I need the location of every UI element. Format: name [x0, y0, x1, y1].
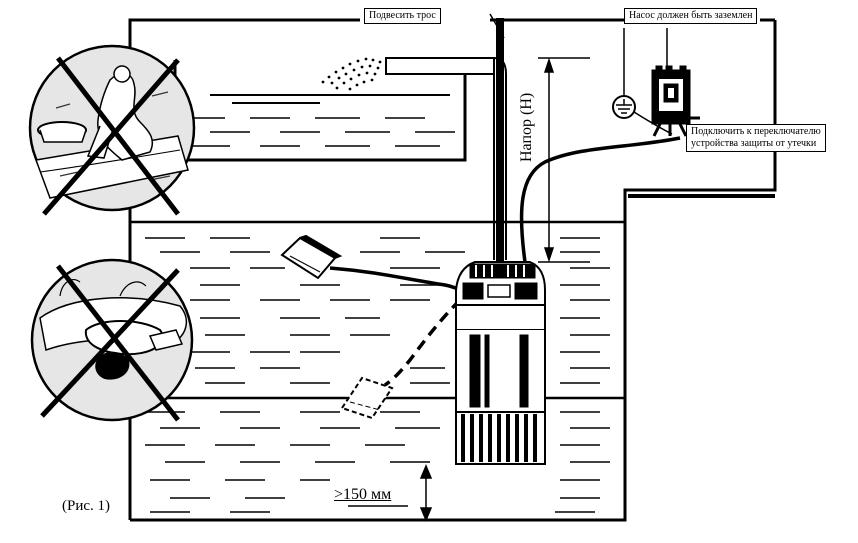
- figure-label: (Рис. 1): [62, 498, 111, 514]
- power-cable: [519, 136, 681, 263]
- hang-rope-leader: [489, 13, 505, 39]
- head-label: Напор (H): [518, 92, 535, 162]
- water-spray: [321, 57, 382, 91]
- float-switch-lowered-icon: [340, 376, 394, 420]
- grounding-label: Насос должен быть заземлен: [624, 8, 758, 24]
- leak-switch-label-line-1: Подключить к переключателю: [691, 126, 821, 137]
- float-switch-icon: [280, 234, 343, 280]
- leak-switch-label-line-2: устройства защиты от утечки: [691, 138, 817, 149]
- warning-no-animals-icon: [30, 258, 194, 422]
- switch-box-icon: [651, 28, 700, 137]
- hang-rope-label: Подвесить трос: [364, 8, 441, 24]
- min-depth-label: >150 мм: [334, 486, 392, 503]
- float-cable: [329, 266, 466, 294]
- warning-no-personal-use-icon: [28, 44, 196, 216]
- ground-symbol-icon: [612, 28, 673, 135]
- depth-dimension: [348, 464, 433, 522]
- pump-icon: [455, 261, 546, 465]
- float-cable-lowered: [383, 298, 462, 387]
- suspension-rope: [496, 18, 504, 268]
- water-lines: [130, 220, 625, 513]
- leak-switch-label: Подключить к переключателю устройства за…: [686, 124, 826, 152]
- head-dimension: [538, 57, 590, 263]
